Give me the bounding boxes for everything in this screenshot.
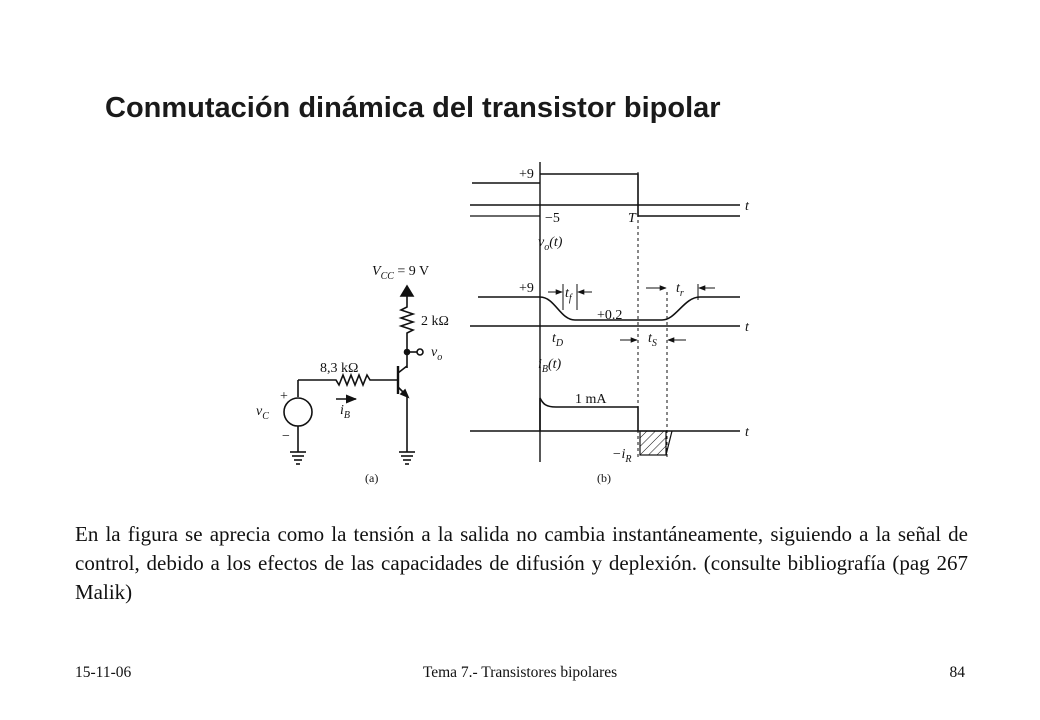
- source-plus: +: [280, 389, 288, 404]
- output-terminal: [416, 348, 424, 356]
- vo-label: vo: [431, 345, 442, 363]
- ts-label: tS: [648, 331, 657, 349]
- input-low-label: −5: [545, 211, 560, 226]
- ib-waveform: [539, 397, 639, 431]
- base-resistor: [298, 372, 398, 388]
- transistor-collector: [397, 365, 408, 374]
- t-label-input: t: [745, 199, 750, 214]
- footer-page-number: 84: [949, 664, 966, 681]
- ground-left-icon: [290, 451, 306, 465]
- circuit-diagram: [283, 284, 424, 465]
- footer-date: 15-11-06: [75, 664, 132, 681]
- voltage-source: [283, 397, 313, 427]
- body-paragraph: En la figura se aprecia como la tensión …: [75, 522, 968, 604]
- ground-right-icon: [399, 451, 415, 465]
- tf-label: tf: [565, 286, 573, 304]
- ir-label: −iR: [612, 447, 631, 465]
- footer-title: Tema 7.- Transistores bipolares: [422, 664, 618, 681]
- input-high-label: +9: [519, 167, 534, 182]
- slide-title: Conmutación dinámica del transistor bipo…: [105, 92, 721, 124]
- emitter-arrow-icon: [399, 388, 410, 399]
- ib-label: iB: [340, 403, 350, 421]
- rb-label: 8,3 kΩ: [320, 361, 358, 376]
- vo-sat-label: +0.2: [597, 308, 622, 323]
- ib-level-label: 1 mA: [575, 392, 607, 407]
- vo-wave-label: vo(t): [538, 235, 563, 253]
- caption-b: (b): [597, 471, 611, 485]
- input-waveform: [540, 173, 740, 217]
- reverse-current-area: [639, 430, 667, 456]
- source-minus: −: [282, 429, 290, 444]
- ib-wave-label: iB(t): [538, 357, 562, 375]
- tr-label: tr: [676, 281, 684, 299]
- collector-resistor: [398, 300, 416, 342]
- td-label: tD: [552, 331, 564, 349]
- waveform-diagram: [470, 162, 740, 462]
- vo-waveform: [539, 296, 740, 321]
- vcc-label: VCC = 9 V: [372, 264, 429, 282]
- caption-a: (a): [365, 471, 378, 485]
- vcc-arrow-icon: [399, 284, 415, 297]
- t-label-ib: t: [745, 425, 750, 440]
- vo-high-label: +9: [519, 281, 534, 296]
- t-label-vo: t: [745, 320, 750, 335]
- rc-label: 2 kΩ: [421, 314, 449, 329]
- vc-label: vC: [256, 404, 269, 422]
- period-label: T: [628, 211, 637, 226]
